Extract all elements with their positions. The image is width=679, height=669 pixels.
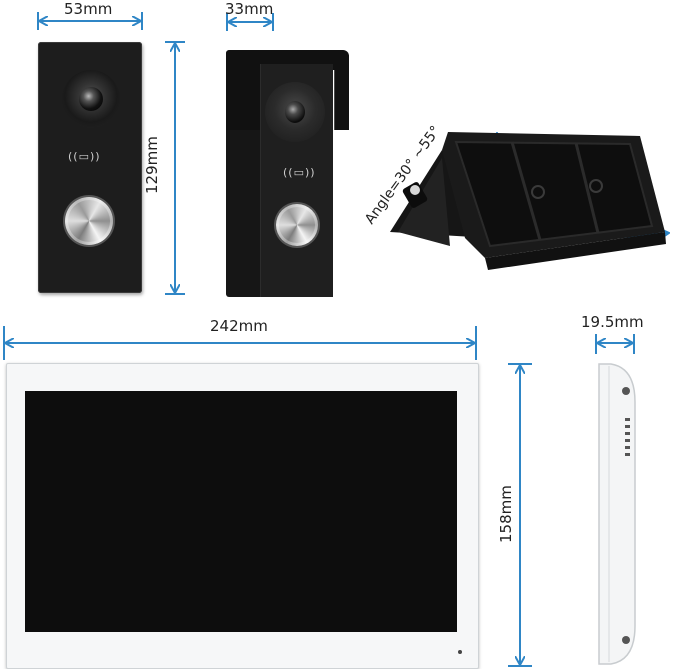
- camera-lens-icon: [285, 101, 305, 123]
- doorbell-height-label: 129mm: [143, 136, 161, 194]
- indoor-monitor: [6, 363, 479, 669]
- angle-bracket: [390, 132, 666, 270]
- camera-panel: [265, 82, 325, 142]
- call-button: [276, 204, 318, 246]
- call-button: [65, 197, 113, 245]
- camera-lens-icon: [79, 87, 103, 111]
- doorbell-side-view: ((▭)): [226, 50, 349, 297]
- rfid-icon: ((▭)): [68, 150, 101, 163]
- monitor-width-label: 242mm: [210, 317, 268, 335]
- doorbell-front-view: ((▭)): [38, 42, 142, 293]
- monitor-screen: [25, 391, 457, 632]
- rfid-icon: ((▭)): [283, 166, 316, 179]
- screw-icon: [410, 185, 420, 195]
- camera-panel: [62, 70, 120, 128]
- side-port-icon: [622, 387, 630, 395]
- monitor-side-view: [598, 363, 636, 665]
- doorbell-depth-label: 33mm: [225, 0, 274, 18]
- power-led-icon: [458, 650, 462, 654]
- monitor-height-label: 158mm: [497, 485, 515, 543]
- doorbell-width-label: 53mm: [64, 0, 113, 18]
- monitor-depth-label: 19.5mm: [581, 313, 644, 331]
- side-port-icon: [622, 636, 630, 644]
